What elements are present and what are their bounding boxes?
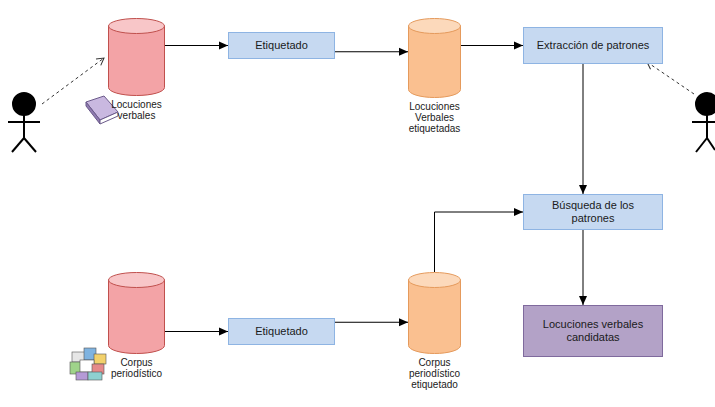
flow-arrow bbox=[165, 45, 228, 46]
user-figure bbox=[692, 93, 715, 152]
box-text-group: Locuciones verbales candidatas bbox=[530, 318, 656, 344]
process-box: Locuciones verbales candidatas bbox=[523, 305, 663, 357]
flow-arrow bbox=[435, 212, 524, 272]
box-label: Etiquetado bbox=[255, 325, 308, 338]
box-text-group: Extracción de patrones bbox=[537, 39, 650, 52]
cylinder-label: Corpus periodístico etiquetado bbox=[393, 357, 477, 390]
cylinder-label: Corpus periodístico bbox=[97, 357, 177, 379]
flow-arrow bbox=[335, 322, 408, 323]
flow-arrow bbox=[583, 64, 584, 194]
flow-arrow bbox=[583, 230, 584, 305]
flow-arrow bbox=[461, 45, 523, 46]
box-label: Extracción de patrones bbox=[537, 39, 650, 52]
box-text-group: Etiquetado bbox=[255, 39, 308, 52]
box-label: Búsqueda de los patrones bbox=[530, 199, 656, 225]
newspaper-icon bbox=[70, 348, 106, 380]
box-label: Locuciones verbales candidatas bbox=[530, 318, 656, 344]
cylinder-label: Locuciones verbales bbox=[97, 99, 177, 121]
process-box: Búsqueda de los patrones bbox=[523, 194, 663, 230]
process-box: Extracción de patrones bbox=[523, 27, 663, 64]
cylinder-label: Locuciones Verbales etiquetadas bbox=[395, 101, 475, 134]
process-box: Etiquetado bbox=[228, 318, 335, 345]
process-box: Etiquetado bbox=[228, 32, 335, 59]
box-label: Etiquetado bbox=[255, 39, 308, 52]
cylinder-shape bbox=[408, 18, 461, 98]
dashed-arrow bbox=[647, 62, 694, 94]
cylinder-shape bbox=[108, 272, 165, 354]
cylinder-shape bbox=[108, 18, 165, 96]
flow-arrow bbox=[335, 51, 408, 52]
user-figure bbox=[8, 93, 40, 152]
cylinder-shape bbox=[408, 272, 461, 354]
flow-arrow bbox=[165, 331, 228, 332]
box-text-group: Búsqueda de los patrones bbox=[530, 199, 656, 225]
dashed-arrow bbox=[42, 58, 104, 104]
box-text-group: Etiquetado bbox=[255, 325, 308, 338]
